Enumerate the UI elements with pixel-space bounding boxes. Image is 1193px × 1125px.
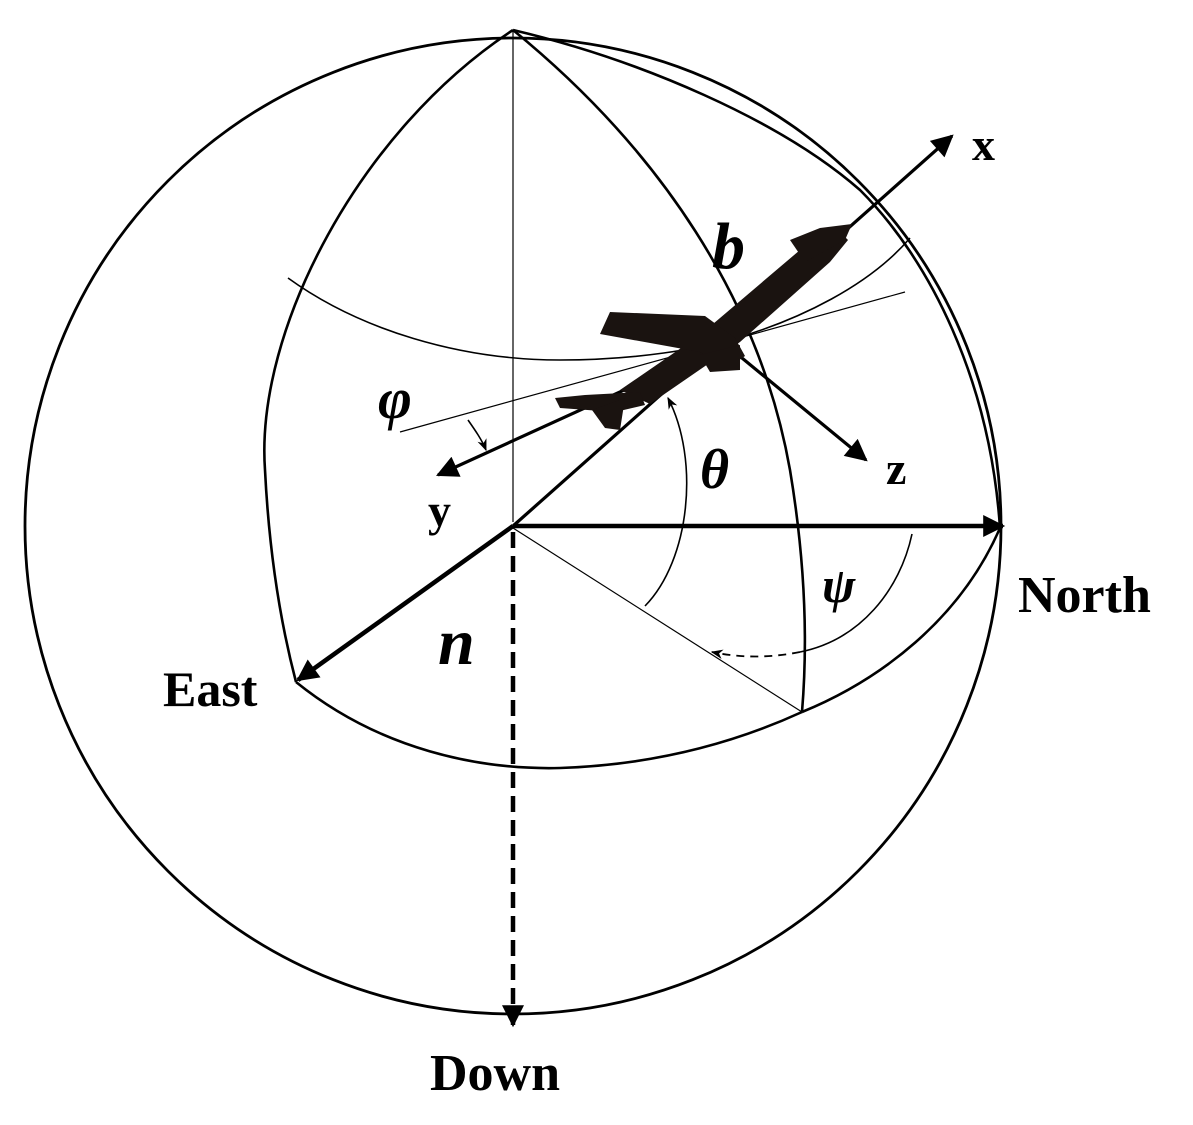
z-axis-label: z: [886, 443, 906, 494]
outer-right-arc: [512, 28, 1002, 529]
body-frame-label: b: [712, 210, 745, 283]
roll-reference-line: [399, 291, 906, 433]
body-z-axis-line: [723, 342, 868, 462]
yaw-angle-arc: [799, 533, 913, 653]
nav-frame-label: n: [438, 606, 475, 679]
roll-angle-label: φ: [378, 366, 412, 431]
yaw-angle-arc-dashed: [710, 649, 801, 659]
yaw-angle-label: ψ: [822, 557, 856, 613]
lateral-reference-curve-right: [729, 237, 911, 341]
horizon-arc-north-side: [801, 527, 1002, 714]
heading-projection-line: [512, 527, 803, 713]
north-label: North: [1018, 567, 1151, 624]
roll-angle-arc: [467, 419, 487, 452]
pitch-angle-arc: [644, 396, 688, 607]
east-axis-line: [296, 524, 515, 682]
y-axis-label: y: [428, 485, 451, 536]
x-axis-label: x: [972, 119, 995, 170]
east-label: East: [163, 661, 258, 717]
left-meridian-arc: [263, 28, 514, 683]
pitch-angle-label: θ: [700, 439, 729, 501]
down-label: Down: [430, 1045, 560, 1102]
horizon-arc-east-side: [295, 680, 803, 770]
airplane-silhouette-icon: [555, 224, 852, 430]
right-meridian-arc: [512, 28, 807, 713]
